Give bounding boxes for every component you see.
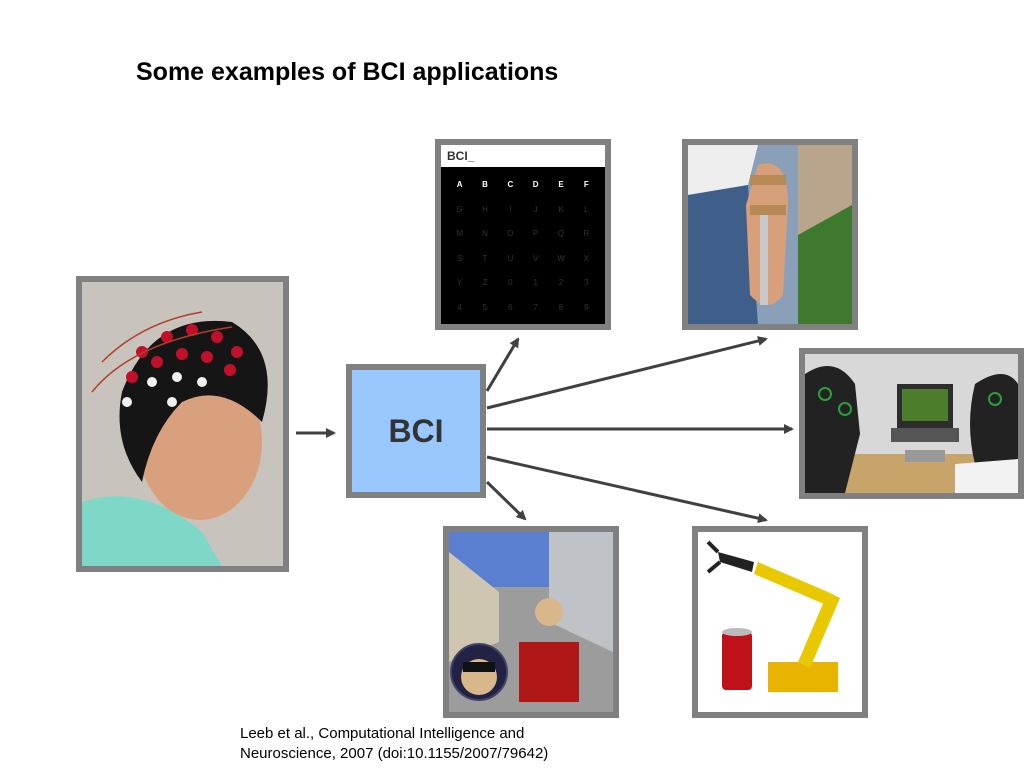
speller-cell: 8 bbox=[558, 302, 564, 312]
eeg-cap-photo bbox=[76, 276, 289, 572]
speller-cell: L bbox=[584, 204, 589, 214]
speller-cell: E bbox=[558, 180, 564, 189]
speller-cell: I bbox=[509, 204, 512, 214]
arrow-to-robot bbox=[486, 455, 768, 524]
speller-cell: A bbox=[456, 180, 463, 189]
speller-cell: X bbox=[583, 253, 589, 263]
arrow-to-vr bbox=[485, 480, 527, 521]
speller-cell: G bbox=[456, 204, 463, 214]
speller-cell: 1 bbox=[533, 278, 538, 287]
speller-cell: J bbox=[533, 204, 538, 214]
bci-center-box: BCI bbox=[346, 364, 486, 498]
speller-cell: T bbox=[482, 253, 488, 263]
speller-cell: Q bbox=[557, 229, 565, 238]
speller-cell: F bbox=[583, 180, 589, 189]
bci-game-illustration bbox=[805, 354, 1018, 493]
speller-cell: O bbox=[507, 229, 514, 238]
speller-cell: V bbox=[532, 253, 539, 263]
speller-cell: 9 bbox=[584, 302, 589, 312]
virtual-reality-illustration bbox=[449, 532, 613, 712]
speller-cell: 3 bbox=[584, 278, 589, 287]
eeg-cap-illustration bbox=[82, 282, 283, 566]
citation-line-2: Neuroscience, 2007 (doi:10.1155/2007/796… bbox=[240, 745, 549, 762]
arrow-to-speller bbox=[485, 337, 520, 392]
speller-cell: N bbox=[482, 229, 488, 238]
speller-cell: 6 bbox=[508, 302, 513, 312]
speller-grid: A B C D E F G H I J K L M N O P Q R S T … bbox=[447, 173, 599, 320]
bci-center-label: BCI bbox=[388, 412, 444, 449]
bci-game-photo bbox=[799, 348, 1024, 499]
citation: Leeb et al., Computational Intelligence … bbox=[240, 724, 548, 764]
robot-arm-photo bbox=[692, 526, 868, 718]
slide-title: Some examples of BCI applications bbox=[136, 58, 559, 86]
speller-cell: Y bbox=[456, 278, 463, 287]
speller-cell: S bbox=[456, 253, 463, 263]
virtual-reality-photo bbox=[443, 526, 619, 718]
speller-cell: U bbox=[507, 253, 514, 263]
speller-cell: W bbox=[557, 253, 565, 263]
speller-cell: R bbox=[583, 229, 590, 238]
speller-cell: Z bbox=[482, 278, 488, 287]
speller-cell: P bbox=[532, 229, 539, 238]
hand-orthosis-photo bbox=[682, 139, 858, 330]
speller-cell: B bbox=[482, 180, 488, 189]
speller-cell: 7 bbox=[533, 302, 538, 312]
speller-cell: 2 bbox=[558, 278, 564, 287]
robot-arm-illustration bbox=[698, 532, 862, 712]
speller-cell: M bbox=[456, 229, 463, 238]
speller-cell: H bbox=[482, 204, 488, 214]
speller-cell: D bbox=[532, 180, 539, 189]
arrow-to-orthosis bbox=[486, 336, 768, 410]
citation-line-1: Leeb et al., Computational Intelligence … bbox=[240, 725, 525, 742]
speller-cell: 0 bbox=[508, 278, 513, 287]
hand-orthosis-illustration bbox=[688, 145, 852, 324]
speller-cell: C bbox=[507, 180, 514, 189]
speller-output-text: BCI_ bbox=[441, 145, 605, 167]
p300-speller-matrix: BCI_ A B C D E F G H I J K L M N O P Q R… bbox=[435, 139, 611, 330]
speller-cell: K bbox=[558, 204, 564, 214]
speller-cell: 5 bbox=[482, 302, 488, 312]
speller-cell: 4 bbox=[457, 302, 462, 312]
